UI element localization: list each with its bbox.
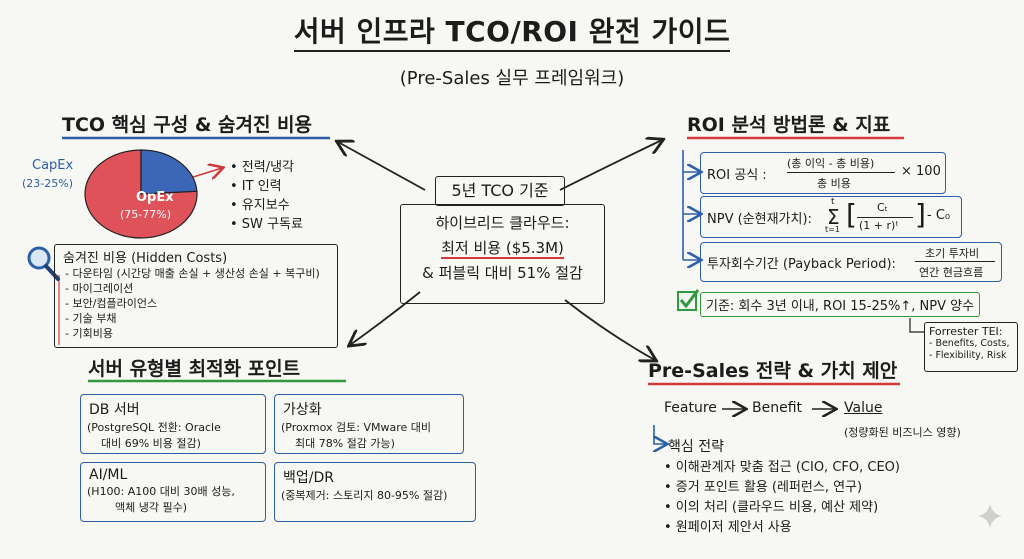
npv-formula-box: NPV (순현재가치): t Σ t=1 [ Cₜ (1 + r)ᵗ ] - C… (700, 196, 962, 238)
pie-slice-capex (140, 149, 198, 195)
server-box-backup: 백업/DR (중복제거: 스토리지 80-95% 절감) (274, 462, 476, 522)
opex-item: • 전력/냉각 (230, 160, 295, 175)
hidden-costs-box: 숨겨진 비용 (Hidden Costs) - 다운타임 (시간당 매출 손실 … (54, 244, 338, 348)
center-box: 하이브리드 클라우드: 최저 비용 ($5.3M) & 퍼블릭 대비 51% 절… (400, 204, 605, 304)
hidden-cost-item: - 기회비용 (65, 327, 113, 340)
server-box-line: 최대 78% 절감 가능) (295, 437, 395, 450)
strategy-item: • 증거 포인트 활용 (레퍼런스, 연구) (664, 480, 863, 495)
value-label: Value (844, 400, 883, 416)
server-box-title: 백업/DR (283, 470, 334, 486)
hidden-costs-list: - 다운타임 (시간당 매출 손실 + 생산성 손실 + 복구비) - 마이그레… (55, 266, 337, 341)
sigma-icon: Σ (827, 205, 840, 229)
arrow-to-server (350, 291, 421, 345)
capex-pct: (23-25%) (22, 177, 73, 190)
hidden-cost-item: - 다운타임 (시간당 매출 손실 + 생산성 손실 + 복구비) (65, 267, 320, 280)
hidden-cost-item: - 기술 부채 (65, 312, 117, 325)
roi-criteria: 기준: 회수 3년 이내, ROI 15-25%↑, NPV 양수 (700, 292, 981, 317)
center-line-3: & 퍼블릭 대비 51% 절감 (422, 264, 583, 282)
strategy-item: • 이의 처리 (클라우드 비용, 예산 제약) (664, 500, 879, 515)
hidden-cost-item: - 마이그레이션 (65, 282, 134, 295)
payback-numerator: 초기 투자비 (925, 247, 980, 260)
hidden-costs-title: 숨겨진 비용 (Hidden Costs) (63, 251, 228, 266)
server-box-title: AI/ML (89, 467, 128, 483)
payback-denominator: 연간 현금흐름 (919, 266, 984, 279)
server-box-line: (PostgreSQL 전환: Oracle (87, 421, 221, 434)
center-label: 5년 TCO 기준 (435, 176, 565, 206)
roi-formula-multiplier: × 100 (901, 164, 941, 179)
opex-list: • 전력/냉각 • IT 인력 • 유지보수 • SW 구독료 (230, 158, 303, 234)
server-box-line: (Proxmox 검토: VMware 대비 (281, 421, 432, 434)
presales-heading: Pre-Sales 전략 & 가치 제안 (648, 360, 898, 382)
value-note: (정량화된 비즈니스 영향) (844, 426, 961, 439)
server-heading: 서버 유형별 최적화 포인트 (88, 358, 301, 380)
page-subtitle: (Pre-Sales 실무 프레임워크) (399, 68, 625, 89)
opex-label: OpEx (136, 190, 174, 205)
sparkle-icon (978, 504, 1002, 528)
roi-formula-numerator: (총 이익 - 총 비용) (787, 157, 875, 170)
forrester-box: Forrester TEI: - Benefits, Costs, - Flex… (924, 322, 1018, 372)
checkmark-icon (677, 289, 700, 311)
npv-tail: - C₀ (927, 208, 951, 223)
server-box-line: 대비 69% 비용 절감) (101, 437, 201, 450)
server-box-title: 가상화 (283, 402, 322, 418)
server-box-virtualization: 가상화 (Proxmox 검토: VMware 대비 최대 78% 절감 가능) (274, 394, 464, 454)
opex-item: • 유지보수 (230, 198, 290, 213)
opex-item: • IT 인력 (230, 179, 282, 194)
forrester-item: - Flexibility, Risk (929, 350, 1007, 361)
strategy-item: • 원페이저 제안서 사용 (664, 520, 792, 535)
arrow-to-tco (338, 142, 426, 191)
tco-pie-chart (84, 149, 198, 239)
strategy-item: • 이해관계자 맞춤 접근 (CIO, CFO, CEO) (664, 460, 900, 475)
payback-label: 투자회수기간 (Payback Period): (707, 257, 896, 272)
npv-sum-bottom: t=1 (825, 225, 840, 234)
opex-item: • SW 구독료 (230, 217, 303, 232)
arrow-to-roi (559, 140, 662, 191)
server-box-aiml: AI/ML (H100: A100 대비 30배 성능, 액체 냉각 필수) (80, 462, 266, 522)
center-line-1: 하이브리드 클라우드: (435, 214, 570, 232)
arrow-to-presales (564, 299, 655, 360)
npv-denominator: (1 + r)ᵗ (859, 219, 899, 232)
capex-label: CapEx (32, 158, 74, 173)
server-box-line: (H100: A100 대비 30배 성능, (87, 485, 235, 498)
magnifier-icon (27, 246, 60, 281)
title-text: 서버 인프라 TCO/ROI 완전 가이드 (293, 15, 731, 52)
npv-numerator: Cₜ (877, 201, 888, 214)
strategy-list: • 이해관계자 맞춤 접근 (CIO, CFO, CEO) • 증거 포인트 활… (664, 458, 900, 538)
benefit-label: Benefit (752, 400, 803, 416)
payback-box: 투자회수기간 (Payback Period): 초기 투자비 연간 현금흐름 (700, 242, 1002, 282)
opex-pct: (75-77%) (120, 208, 171, 221)
server-box-line: 액체 냉각 필수) (115, 501, 188, 514)
npv-label: NPV (순현재가치): (707, 212, 812, 227)
roi-heading: ROI 분석 방법론 & 지표 (687, 114, 891, 136)
feature-label: Feature (664, 400, 717, 416)
forrester-item: - Benefits, Costs, (929, 338, 1010, 349)
roi-formula-denominator: 총 비용 (817, 177, 851, 190)
npv-sum-top: t (831, 197, 835, 207)
tco-heading: TCO 핵심 구성 & 숨겨진 비용 (62, 114, 313, 136)
server-box-title: DB 서버 (89, 402, 140, 418)
server-box-db: DB 서버 (PostgreSQL 전환: Oracle 대비 69% 비용 절… (80, 394, 266, 454)
hidden-cost-item: - 보안/컴플라이언스 (65, 297, 158, 310)
roi-formula-box: ROI 공식 : (총 이익 - 총 비용) 총 비용 × 100 (700, 152, 946, 194)
roi-formula-label: ROI 공식 : (707, 168, 767, 183)
page-title: 서버 인프라 TCO/ROI 완전 가이드 (0, 10, 1024, 52)
center-line-2: 최저 비용 ($5.3M) (441, 239, 564, 259)
forrester-title: Forrester TEI: (929, 325, 1003, 338)
server-box-line: (중복제거: 스토리지 80-95% 절감) (281, 489, 448, 502)
strategy-title: 핵심 전략 (668, 439, 724, 455)
